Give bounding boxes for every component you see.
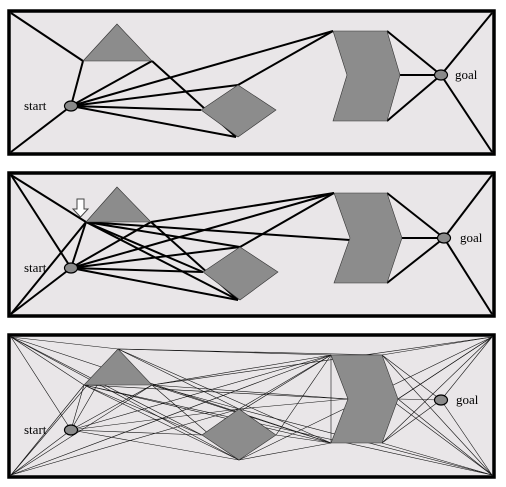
panel-1: start goal	[7, 9, 496, 156]
goal-node	[433, 69, 449, 81]
panel-2-frame	[7, 171, 496, 318]
panel-2: start goal	[7, 171, 496, 318]
goal-node	[433, 394, 449, 406]
panel-3-frame	[7, 333, 496, 479]
triangle-obstacle	[82, 23, 153, 62]
goal-label: goal	[455, 67, 478, 82]
chevron-obstacle	[330, 354, 399, 444]
diamond-obstacle	[200, 84, 277, 138]
diamond-obstacle	[202, 246, 279, 301]
triangle-obstacle	[83, 348, 153, 386]
goal-label: goal	[460, 230, 483, 245]
start-label: start	[24, 422, 47, 437]
start-label: start	[24, 98, 47, 113]
start-node	[63, 424, 79, 436]
down-arrow-icon	[71, 198, 90, 218]
chevron-obstacle	[332, 30, 401, 122]
panel-1-frame	[7, 9, 496, 156]
start-node	[63, 262, 79, 274]
goal-node	[436, 232, 452, 244]
start-label: start	[24, 260, 47, 275]
diamond-obstacle	[201, 408, 277, 461]
panel-2-edges	[10, 174, 493, 315]
panel-3: start goal	[7, 333, 496, 479]
triangle-obstacle	[85, 186, 152, 223]
goal-label: goal	[456, 392, 479, 407]
start-node	[63, 100, 79, 112]
chevron-obstacle	[333, 192, 403, 284]
